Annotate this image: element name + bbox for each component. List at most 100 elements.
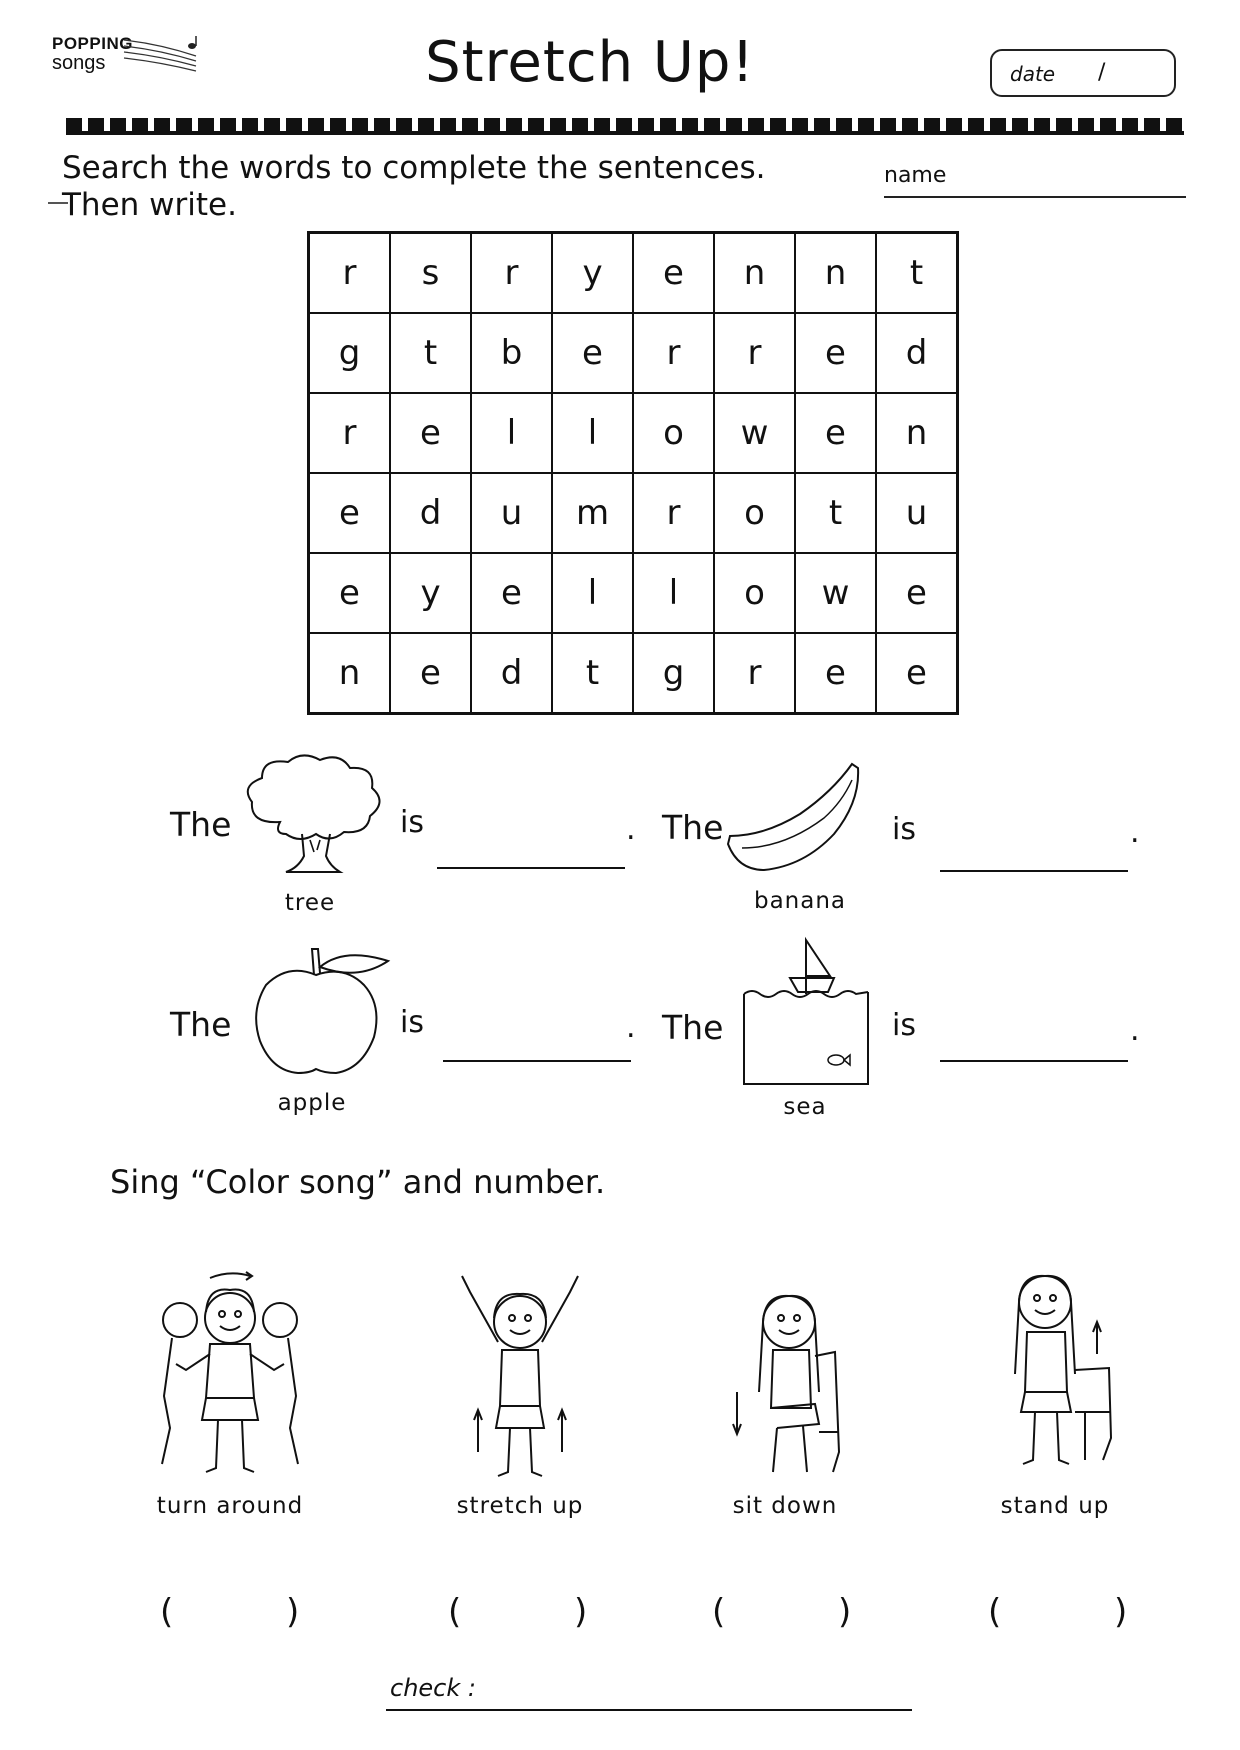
number-close-3: ) [838, 1592, 852, 1632]
grid-cell[interactable]: g [633, 633, 714, 713]
number-field-stretch-up[interactable] [470, 1592, 570, 1634]
grid-cell[interactable]: e [390, 633, 471, 713]
grid-cell[interactable]: u [876, 473, 957, 553]
caption-tree: tree [284, 890, 336, 916]
tree-icon [246, 754, 381, 873]
caption-banana: banana [753, 888, 847, 914]
turn-around-icon [161, 1271, 299, 1473]
sentence-4-the: The [662, 1008, 724, 1047]
grid-cell[interactable]: e [795, 393, 876, 473]
caption-apple: apple [277, 1090, 347, 1116]
grid-cell[interactable]: r [633, 313, 714, 393]
grid-cell[interactable]: n [795, 233, 876, 313]
sentence-1-is: is [400, 805, 424, 840]
grid-cell[interactable]: t [552, 633, 633, 713]
grid-cell[interactable]: e [795, 313, 876, 393]
grid-cell[interactable]: r [633, 473, 714, 553]
grid-cell[interactable]: t [390, 313, 471, 393]
grid-cell[interactable]: n [714, 233, 795, 313]
name-label: name [884, 163, 947, 188]
grid-cell[interactable]: d [876, 313, 957, 393]
number-field-stand-up[interactable] [1010, 1592, 1110, 1634]
grid-cell[interactable]: r [471, 233, 552, 313]
header-divider [66, 131, 1184, 135]
grid-cell[interactable]: e [471, 553, 552, 633]
grid-cell[interactable]: b [471, 313, 552, 393]
number-open-4: ( [988, 1592, 1002, 1632]
grid-cell[interactable]: u [471, 473, 552, 553]
label-turn-around: turn around [156, 1493, 304, 1519]
grid-cell[interactable]: n [876, 393, 957, 473]
grid-cell[interactable]: e [309, 553, 390, 633]
answer-blank-tree[interactable] [437, 867, 625, 869]
check-label: check : [390, 1674, 476, 1702]
banana-icon [726, 762, 860, 872]
check-field[interactable] [386, 1709, 912, 1711]
sentence-1-period: . [626, 812, 636, 847]
grid-cell[interactable]: y [552, 233, 633, 313]
number-close-4: ) [1114, 1592, 1128, 1632]
grid-cell[interactable]: g [309, 313, 390, 393]
grid-cell[interactable]: y [390, 553, 471, 633]
answer-blank-banana[interactable] [940, 870, 1128, 872]
grid-cell[interactable]: t [795, 473, 876, 553]
name-field[interactable] [884, 196, 1186, 198]
grid-cell[interactable]: e [876, 553, 957, 633]
date-field[interactable] [990, 49, 1176, 97]
grid-cell[interactable]: e [795, 633, 876, 713]
sentence-3-is: is [400, 1005, 424, 1040]
sentence-2-period: . [1130, 815, 1140, 850]
number-close-2: ) [574, 1592, 588, 1632]
music-staff-icon [123, 36, 197, 72]
answer-blank-apple[interactable] [443, 1060, 631, 1062]
grid-cell[interactable]: r [309, 393, 390, 473]
grid-cell[interactable]: r [714, 633, 795, 713]
grid-cell[interactable]: l [471, 393, 552, 473]
number-open-3: ( [712, 1592, 726, 1632]
grid-cell[interactable]: e [552, 313, 633, 393]
margin-mark [48, 202, 68, 204]
grid-cell[interactable]: o [714, 473, 795, 553]
sit-down-icon [732, 1294, 841, 1473]
grid-cell[interactable]: r [714, 313, 795, 393]
grid-cell[interactable]: r [309, 233, 390, 313]
stand-up-icon [1014, 1274, 1113, 1465]
sentence-1-the: The [170, 805, 232, 844]
grid-cell[interactable]: t [876, 233, 957, 313]
page-title: Stretch Up! [425, 30, 755, 95]
grid-cell[interactable]: l [552, 393, 633, 473]
stretch-up-icon [461, 1275, 579, 1477]
number-open-2: ( [448, 1592, 462, 1632]
grid-cell[interactable]: l [633, 553, 714, 633]
label-stand-up: stand up [1000, 1493, 1110, 1519]
grid-cell[interactable]: e [876, 633, 957, 713]
grid-cell[interactable]: e [633, 233, 714, 313]
grid-cell[interactable]: d [390, 473, 471, 553]
sentence-3-period: . [626, 1010, 636, 1045]
apple-icon [255, 948, 391, 1075]
grid-cell[interactable]: o [633, 393, 714, 473]
sentence-4-period: . [1130, 1013, 1140, 1048]
date-label: date [1010, 62, 1056, 86]
song-instruction: Sing “Color song” and number. [110, 1163, 606, 1201]
logo-popping: POPPING [52, 34, 133, 53]
grid-cell[interactable]: d [471, 633, 552, 713]
grid-cell[interactable]: e [390, 393, 471, 473]
sentence-2-the: The [662, 808, 724, 847]
label-sit-down: sit down [732, 1493, 838, 1519]
checkered-border [66, 118, 1184, 131]
sea-icon [743, 936, 869, 1085]
grid-cell[interactable]: w [714, 393, 795, 473]
answer-blank-sea[interactable] [940, 1060, 1128, 1062]
grid-cell[interactable]: m [552, 473, 633, 553]
grid-cell[interactable]: l [552, 553, 633, 633]
grid-cell[interactable]: w [795, 553, 876, 633]
number-field-sit-down[interactable] [734, 1592, 834, 1634]
grid-cell[interactable]: e [309, 473, 390, 553]
grid-cell[interactable]: s [390, 233, 471, 313]
number-field-turn-around[interactable] [182, 1592, 282, 1634]
sentence-3-the: The [170, 1005, 232, 1044]
grid-cell[interactable]: n [309, 633, 390, 713]
grid-cell[interactable]: o [714, 553, 795, 633]
